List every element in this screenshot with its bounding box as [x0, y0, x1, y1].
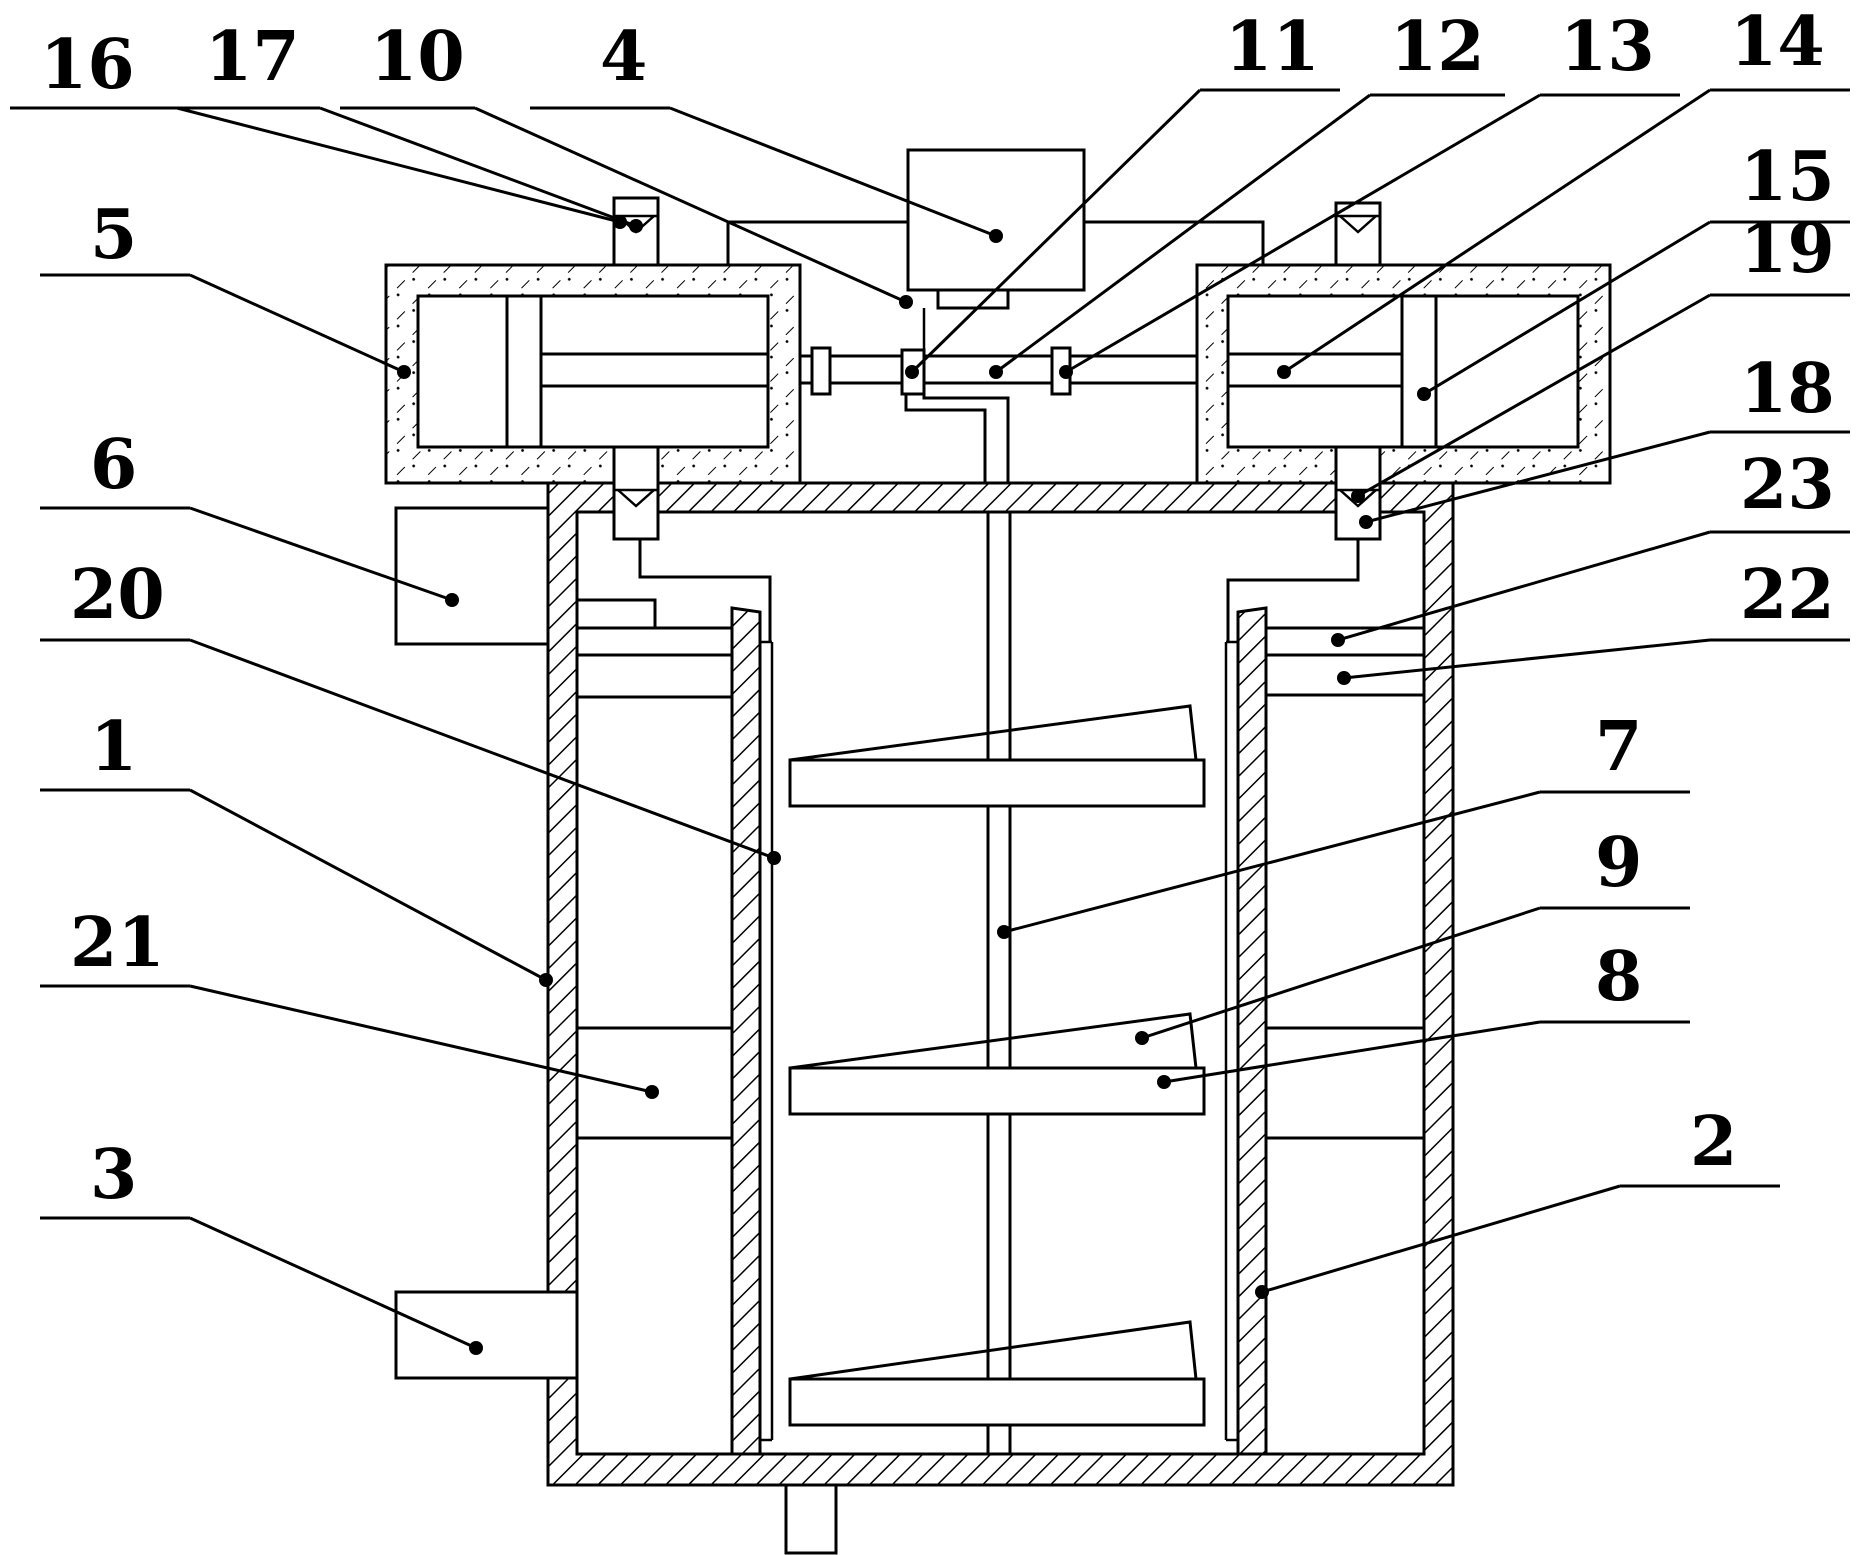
- label-22: 22: [1740, 555, 1835, 635]
- motor-assembly: [726, 148, 1265, 310]
- part-labels: 16 17 10 4 11 12 13 14 15 19 18 23 22 5 …: [40, 2, 1835, 1215]
- label-2: 2: [1690, 1102, 1737, 1182]
- discharge-pipe: [394, 1290, 579, 1380]
- right-guide: [1226, 539, 1424, 1140]
- bottom-outlet: [784, 1483, 838, 1555]
- label-7: 7: [1595, 707, 1642, 787]
- label-9: 9: [1595, 823, 1642, 903]
- left-inner-wall: [730, 606, 762, 1456]
- label-6: 6: [90, 425, 137, 505]
- transmission: [800, 308, 1197, 483]
- left-guide: [577, 539, 772, 1140]
- label-15: 15: [1740, 137, 1835, 217]
- leader-dots: [397, 215, 1431, 1355]
- label-11: 11: [1225, 7, 1320, 87]
- label-10: 10: [370, 17, 465, 97]
- tank-body: [546, 481, 1455, 1487]
- label-5: 5: [90, 195, 137, 275]
- label-17: 17: [205, 17, 300, 97]
- label-12: 12: [1390, 7, 1485, 87]
- label-8: 8: [1595, 937, 1642, 1017]
- label-20: 20: [70, 555, 165, 635]
- label-23: 23: [1740, 445, 1835, 525]
- label-19: 19: [1740, 209, 1835, 289]
- main-shaft: [986, 512, 1012, 1454]
- right-inner-wall: [1236, 606, 1268, 1456]
- side-box: [394, 506, 550, 646]
- label-16: 16: [40, 25, 135, 105]
- label-18: 18: [1740, 349, 1835, 429]
- label-3: 3: [90, 1135, 137, 1215]
- label-21: 21: [70, 903, 165, 983]
- label-13: 13: [1560, 7, 1655, 87]
- label-14: 14: [1730, 2, 1825, 82]
- blades: [788, 704, 1206, 1427]
- leader-lines: [10, 88, 1850, 1350]
- label-4: 4: [600, 17, 647, 97]
- label-1: 1: [90, 707, 137, 787]
- left-cylinder-housing: [384, 196, 802, 541]
